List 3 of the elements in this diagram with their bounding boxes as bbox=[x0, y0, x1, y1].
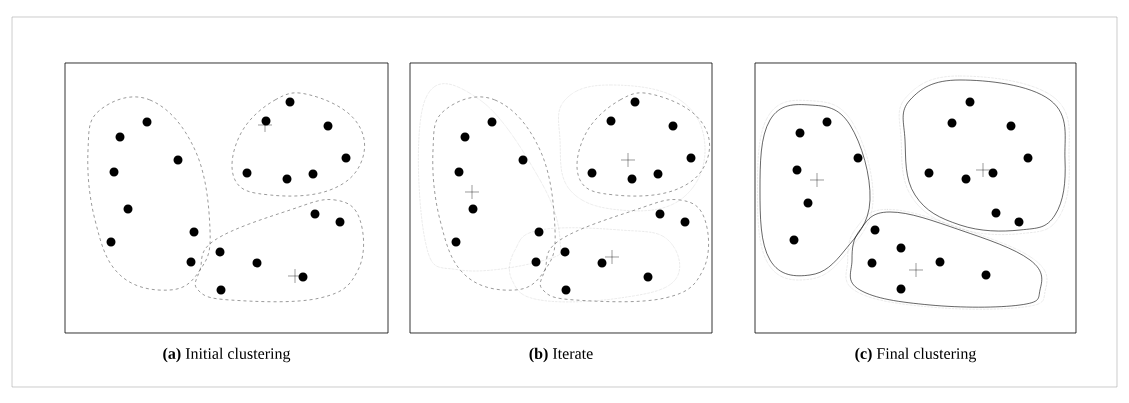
panel-label: (c) Final clustering bbox=[855, 347, 977, 363]
panel-label: (b) Iterate bbox=[529, 347, 593, 363]
panel-label: (a) Initial clustering bbox=[163, 347, 291, 363]
